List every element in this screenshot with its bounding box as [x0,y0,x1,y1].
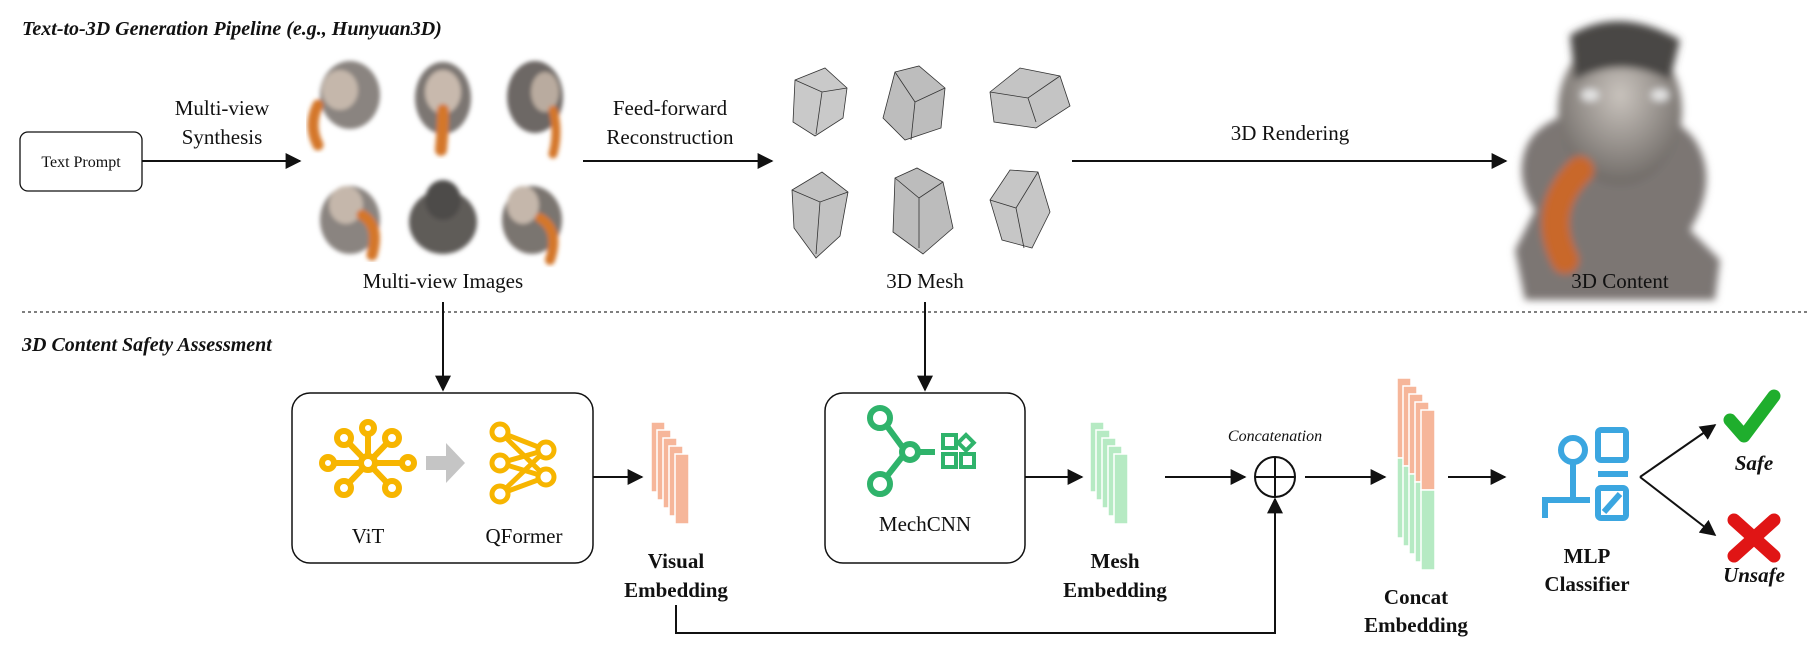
mesh-thumb [882,65,946,141]
unsafe-label: Unsafe [1723,563,1785,587]
3d-content-render [1515,21,1720,300]
visual-embedding-stack [650,421,690,525]
feedforward-line2: Reconstruction [606,125,734,149]
multiview-synthesis-line2: Synthesis [182,125,263,149]
mesh-embedding-label-1: Mesh [1091,549,1140,573]
mechcnn-label: MechCNN [879,512,971,536]
visual-embedding-label-1: Visual [648,549,705,573]
view-thumb [307,61,380,151]
mlp-label-1: MLP [1564,544,1611,568]
view-thumb [507,61,563,159]
cross-icon [1727,513,1781,563]
arrow-visual-to-concat [675,497,1283,634]
mesh-thumb [791,171,849,259]
safe-label: Safe [1735,451,1774,475]
view-thumb [320,186,380,261]
gray-arrow-icon [426,443,465,483]
mlp-label-2: Classifier [1544,572,1629,596]
multiview-images-grid [307,61,563,265]
concat-embedding-label-2: Embedding [1364,613,1468,637]
visual-embedding-label-2: Embedding [624,578,728,602]
bottom-section-title: 3D Content Safety Assessment [21,334,273,356]
view-thumb [415,62,471,156]
mesh-thumb [792,67,848,137]
mesh-thumb [989,67,1071,129]
mlp-classifier-icon [1542,427,1629,521]
multiview-images-label: Multi-view Images [363,269,523,293]
vit-label: ViT [352,524,385,548]
multiview-synthesis-line1: Multi-view [175,96,270,120]
text-prompt-label: Text Prompt [41,154,121,171]
mesh-thumb [989,169,1051,249]
top-section-title: Text-to-3D Generation Pipeline (e.g., Hu… [22,18,442,40]
vit-icon [319,419,417,498]
arrow-to-safe [1639,424,1717,478]
concatenation-label: Concatenation [1228,428,1322,445]
mesh-label: 3D Mesh [886,269,964,293]
mesh-embedding-label-2: Embedding [1063,578,1167,602]
rendering-label: 3D Rendering [1231,121,1350,145]
mechcnn-icon [867,405,977,497]
concat-embedding-stack [1396,377,1436,571]
qformer-icon [489,421,557,505]
mesh-thumbnails [791,65,1071,259]
qformer-label: QFormer [486,524,563,548]
mechcnn-box [824,392,1026,564]
view-thumb [502,186,562,265]
mesh-thumb [892,167,954,255]
content-label: 3D Content [1571,269,1669,293]
arrow-to-unsafe [1639,476,1717,536]
concat-operator-icon [1254,456,1296,498]
view-thumb [409,180,477,254]
mesh-embedding-stack [1089,421,1129,525]
concat-embedding-label-1: Concat [1384,585,1448,609]
feedforward-line1: Feed-forward [613,96,728,120]
check-icon [1723,389,1781,443]
